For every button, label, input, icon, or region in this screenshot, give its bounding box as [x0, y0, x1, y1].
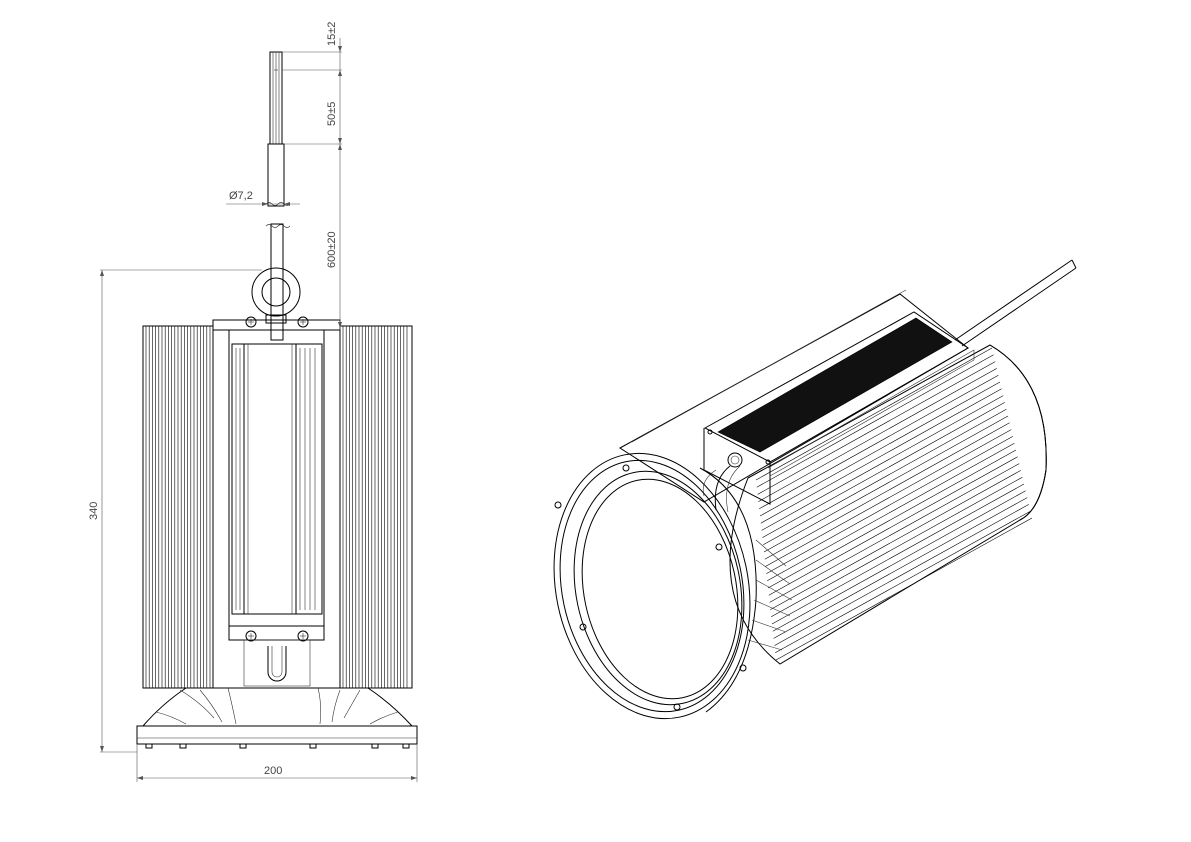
cable-iso — [954, 259, 1077, 347]
heatsink-fin-iso — [763, 408, 1007, 546]
heatsink-fin-iso — [760, 388, 1002, 524]
heatsink-fin-iso — [772, 490, 1026, 632]
heatsink-fin-iso — [767, 449, 1017, 589]
heatsink-fin-iso — [758, 368, 997, 502]
heatsink-fin-iso — [763, 415, 1009, 553]
heatsink-fin-iso — [774, 504, 1029, 646]
heatsink-fin-iso — [764, 422, 1010, 560]
heatsink-body-iso — [729, 344, 1047, 665]
heatsink-right — [339, 325, 413, 689]
heatsink-fin-iso — [773, 497, 1028, 639]
heatsink-fin-iso — [756, 354, 994, 488]
heatsink-fin-iso — [757, 361, 996, 495]
heatsink-fin-iso — [775, 510, 1031, 654]
heatsink-fin-iso — [759, 381, 1001, 517]
heatsink-fin-iso — [766, 436, 1013, 574]
driver-box — [212, 316, 341, 687]
screw-icon — [245, 316, 309, 642]
ring-screws — [145, 743, 410, 749]
dim-width: 200 — [264, 765, 282, 777]
heatsink-fin-iso — [775, 517, 1033, 661]
dim-height: 340 — [88, 502, 100, 520]
dim-lead-strip: 15±2 — [326, 22, 338, 46]
base-ring — [136, 687, 418, 749]
dim-cable-length: 600±20 — [326, 231, 338, 268]
heatsink-fin-iso — [769, 463, 1020, 603]
heatsink-fin-iso — [762, 402, 1005, 538]
heatsink-left — [142, 325, 214, 689]
heatsink-fin-iso — [768, 456, 1018, 596]
heatsink-fin-iso — [765, 429, 1012, 567]
isometric-view — [553, 259, 1077, 720]
heatsink-fin-iso — [759, 374, 999, 510]
driver-box-iso — [619, 289, 975, 513]
front-ring-iso — [553, 452, 757, 720]
front-view: 15±2 50±5 600±20 Ø7,2 340 200 — [88, 22, 418, 782]
eye-bolt — [251, 267, 301, 324]
ring-screws-iso — [554, 464, 747, 711]
dim-cable-diameter: Ø7,2 — [229, 190, 253, 202]
dim-jacket-strip: 50±5 — [326, 102, 338, 126]
heatsink-fin-iso — [771, 483, 1025, 625]
heatsink-fin-iso — [770, 470, 1021, 610]
base-fins-iso — [747, 539, 793, 651]
heatsink-fin-iso — [755, 347, 993, 481]
cable — [265, 51, 291, 341]
heatsink-fin-iso — [761, 395, 1004, 531]
heatsink-fin-iso — [771, 476, 1023, 618]
heatsink-fin-iso — [767, 442, 1015, 582]
dimension-lines — [100, 38, 418, 782]
